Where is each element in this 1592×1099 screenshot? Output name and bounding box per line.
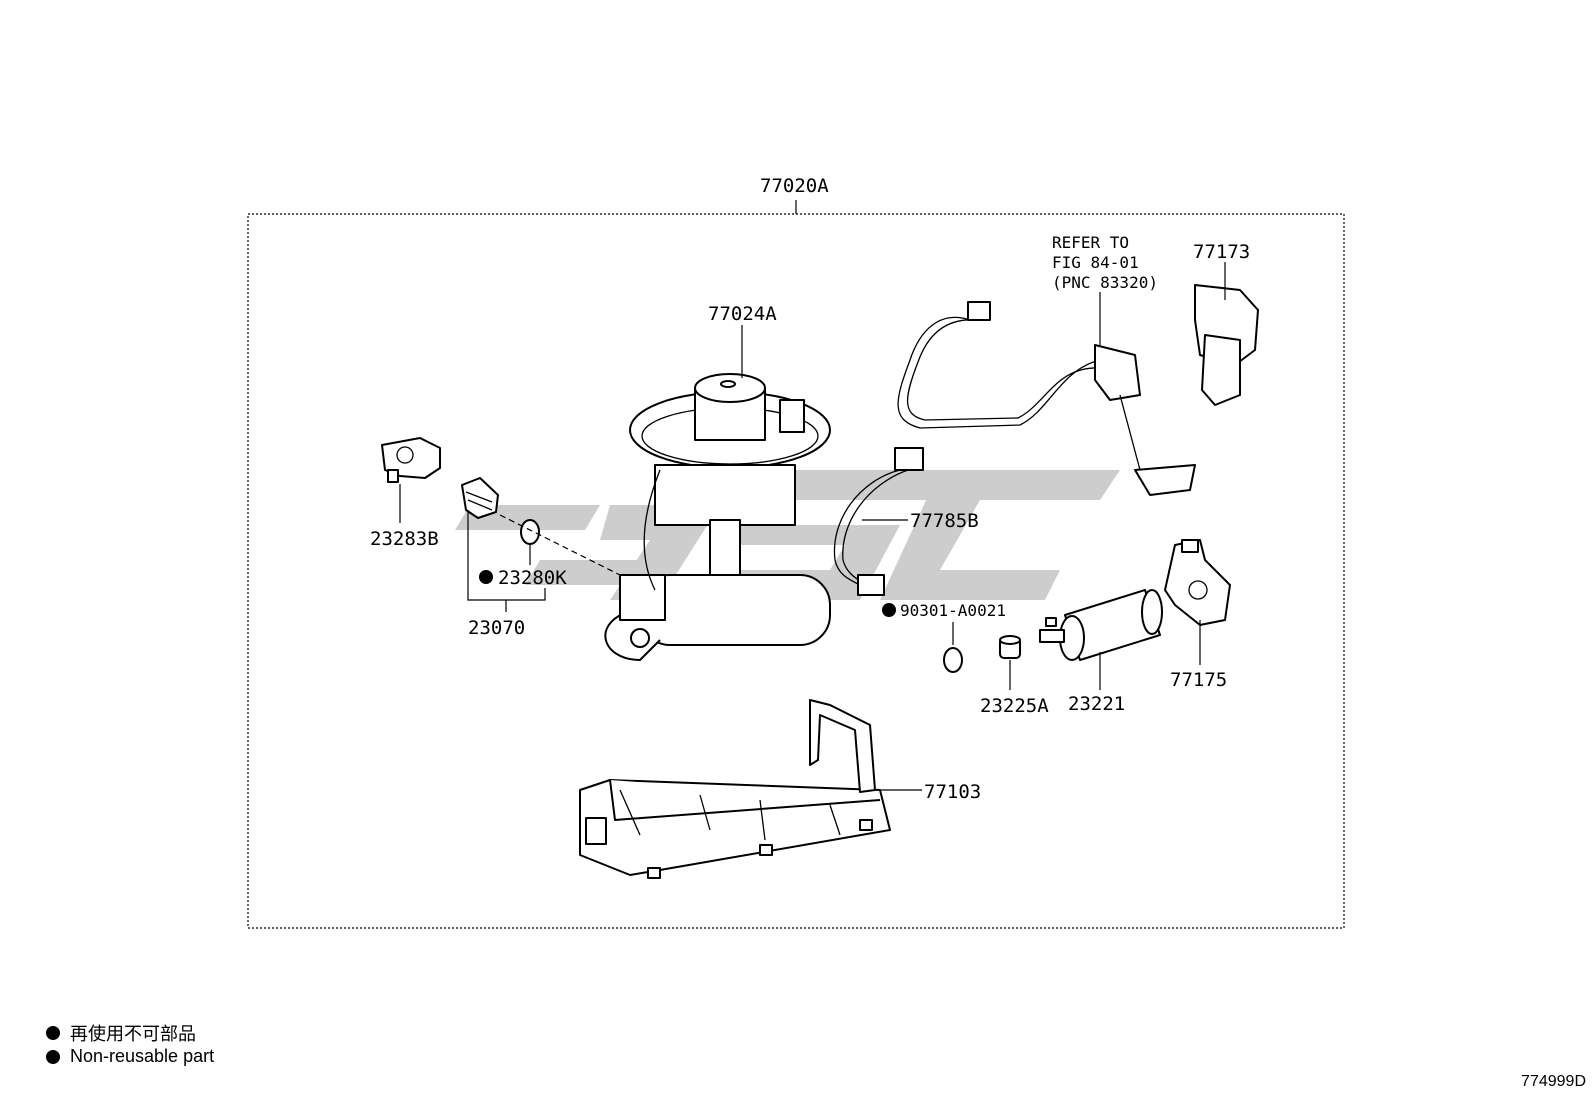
label-77175: 77175 [1170,669,1227,691]
refer-line-1: REFER TO [1052,233,1129,252]
non-reusable-dot-90301 [882,603,896,617]
legend-dot-icon [46,1026,60,1040]
legend-text-en: Non-reusable part [70,1046,215,1066]
label-23283B: 23283B [370,528,439,550]
label-90301-A0021: 90301-A0021 [900,601,1006,620]
fuel-filter-icon [461,477,499,519]
o-ring-small-icon [943,647,963,673]
pump-cushion-icon [999,635,1021,659]
fuel-pump-module-icon [604,373,831,661]
label-77785B: 77785B [910,510,979,532]
legend-item-jp: 再使用不可部品 [46,1020,196,1046]
refer-line-3: (PNC 83320) [1052,273,1158,292]
non-reusable-dot-23280K [479,570,493,584]
fuel-sender-gauge-icon [897,301,1196,496]
refer-line-2: FIG 84-01 [1052,253,1139,272]
wire-harness-icon [833,447,924,596]
label-23225A: 23225A [980,695,1049,717]
fuel-pump-icon [1039,589,1163,661]
label-77024A: 77024A [708,303,777,325]
sub-tank-icon [579,699,891,879]
label-77103: 77103 [924,781,981,803]
figure-code: 774999D [1521,1073,1586,1090]
legend-text-jp: 再使用不可部品 [70,1024,196,1044]
retainer-clip-icon [381,437,441,483]
pump-bracket-icon [1164,539,1231,626]
legend-item-en: Non-reusable part [46,1046,214,1067]
assembly-dashed-line [499,514,621,576]
label-77020A: 77020A [760,175,829,197]
label-23221: 23221 [1068,693,1125,715]
label-77173: 77173 [1193,241,1250,263]
label-23070: 23070 [468,617,525,639]
o-ring-icon [520,519,540,545]
sender-cover-icon [1194,284,1259,406]
legend-dot-icon [46,1049,60,1064]
label-23280K: 23280K [498,567,567,589]
